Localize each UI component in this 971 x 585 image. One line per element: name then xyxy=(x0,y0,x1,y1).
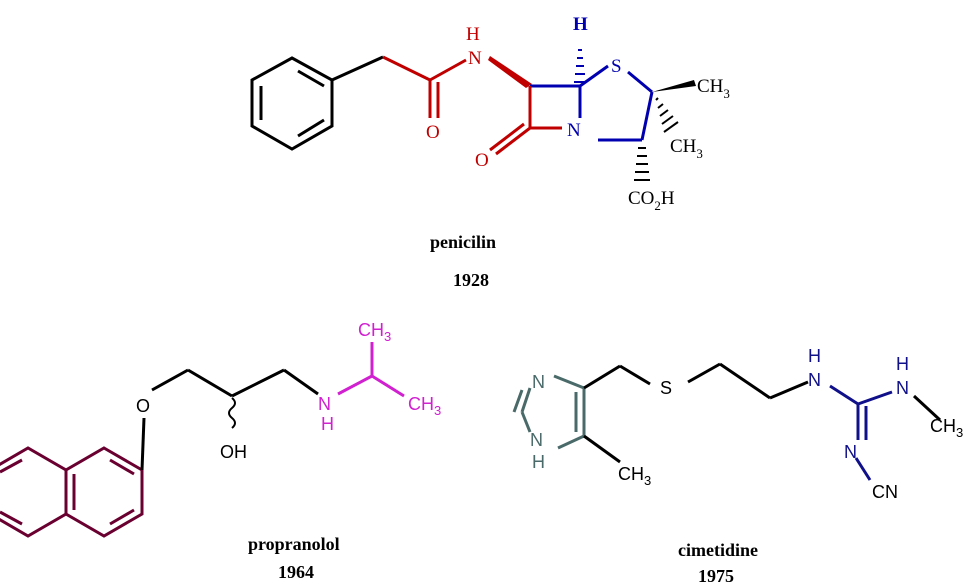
penicillin-s: S xyxy=(611,56,622,77)
penicillin-structure: H N O H S N O CH3 CH3 CO2H xyxy=(250,14,730,213)
propranolol-nh-n: N xyxy=(318,394,331,414)
penicillin-ch3-bottom: CH3 xyxy=(670,136,703,161)
cimetidine-n-top: N xyxy=(532,372,545,392)
cimetidine-nh-n: N xyxy=(530,430,543,450)
penicillin-amide-o: O xyxy=(426,122,440,143)
propranolol-o: O xyxy=(136,396,150,416)
penicillin-name: penicilin xyxy=(430,232,496,252)
cimetidine-nh2-n: N xyxy=(896,378,909,398)
penicillin-nh-h: H xyxy=(466,24,480,45)
penicillin-wedge-bond xyxy=(488,56,532,88)
cimetidine-nh-h: H xyxy=(532,452,545,472)
penicillin-hashed-ch3 xyxy=(655,97,679,133)
penicillin-year: 1928 xyxy=(453,270,489,290)
penicillin-top-h: H xyxy=(573,14,588,35)
cimetidine-ch3-right: CH3 xyxy=(930,416,963,440)
penicillin-nh-n: N xyxy=(468,48,482,69)
penicillin-hashed-co2h xyxy=(634,147,650,181)
propranolol-naphthalene xyxy=(0,446,144,538)
cimetidine-ch3: CH3 xyxy=(618,464,651,488)
propranolol-ch3-right: CH3 xyxy=(408,394,441,418)
penicillin-ring-system xyxy=(489,64,654,156)
propranolol-structure: O OH N H CH3 CH3 xyxy=(0,320,441,538)
propranolol-oh: OH xyxy=(220,442,247,462)
cimetidine-methyl-bond xyxy=(912,394,942,422)
propranolol-ch3-top: CH3 xyxy=(358,320,391,344)
penicillin-co2h: CO2H xyxy=(628,188,675,213)
propranolol-chain xyxy=(140,368,319,471)
penicillin-ch3-top: CH3 xyxy=(697,76,730,101)
penicillin-side-chain xyxy=(331,55,467,118)
propranolol-nh-h: H xyxy=(321,414,334,434)
propranolol-wavy-bond xyxy=(228,397,236,429)
propranolol-year: 1964 xyxy=(278,562,314,582)
cimetidine-s: S xyxy=(660,378,672,398)
cimetidine-year: 1975 xyxy=(698,566,734,585)
penicillin-benzene-ring xyxy=(250,56,334,151)
cimetidine-nh1-n: N xyxy=(808,370,821,390)
cimetidine-nh1-h: H xyxy=(808,346,821,366)
penicillin-ring-n: N xyxy=(567,120,581,141)
cimetidine-guanidine xyxy=(829,384,893,481)
penicillin-wedge-ch3 xyxy=(652,80,696,92)
propranolol-isopropyl xyxy=(337,342,405,398)
cimetidine-nh2-h: H xyxy=(896,354,909,374)
penicillin-lactam-o: O xyxy=(475,150,489,171)
cimetidine-n-imine: N xyxy=(844,442,857,462)
cimetidine-imidazole-ring xyxy=(512,374,586,450)
penicillin-hashed-bond-h xyxy=(574,49,586,83)
cimetidine-chain xyxy=(583,362,809,464)
cimetidine-cn: CN xyxy=(872,482,898,502)
propranolol-name: propranolol xyxy=(248,534,340,554)
cimetidine-structure: N N H CH3 S H N H N CH3 N CN xyxy=(512,346,963,502)
cimetidine-name: cimetidine xyxy=(678,540,758,560)
